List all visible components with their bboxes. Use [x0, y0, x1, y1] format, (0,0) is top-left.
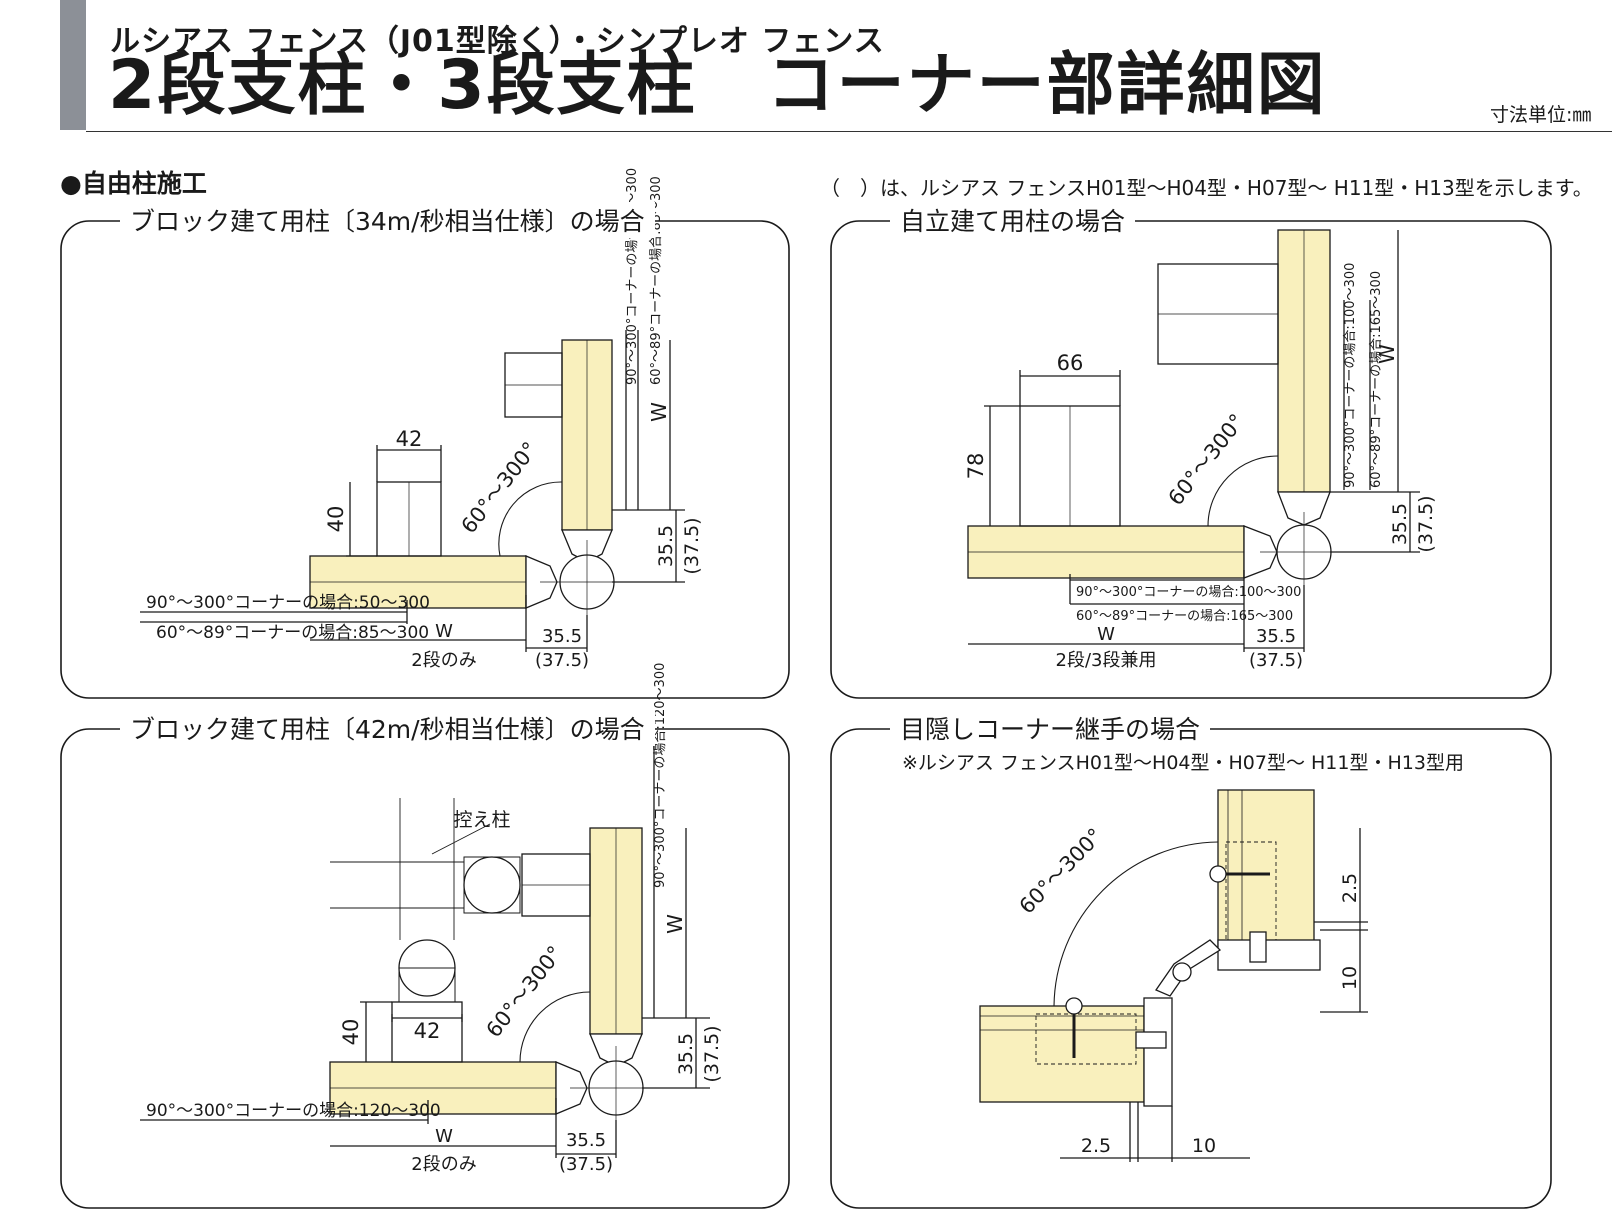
- w-label: W: [647, 402, 671, 422]
- horiz-range-90: 90°～300°コーナーの場合:100～300: [1076, 585, 1301, 600]
- offset-h-alt: (37.5): [1249, 650, 1303, 671]
- panel-block-34: 42 40 60°～300° 90°～300°コーナーの場合:50～300 60…: [60, 168, 790, 700]
- angle-label: 60°～300°: [1164, 409, 1250, 510]
- angle-label: 60°～300°: [1015, 824, 1108, 919]
- vert-range-90: 90°～300°コーナーの場合:100～300: [1343, 263, 1358, 488]
- angle-label: 60°～300°: [457, 437, 543, 538]
- dim-height: 40: [339, 1019, 363, 1046]
- offset-v: 35.5: [675, 1033, 697, 1075]
- vert-range-90: 90°～300°コーナーの場合:50～300: [625, 168, 640, 385]
- header-subtitle: ルシアス フェンス（J01型除く）・シンプレオ フェンス: [110, 24, 885, 59]
- caption: 2段のみ: [411, 650, 476, 671]
- horiz-range-90: 90°～300°コーナーの場合:120～300: [146, 1101, 441, 1121]
- offset-h-alt: (37.5): [559, 1154, 613, 1175]
- w-bottom-label: W: [435, 1126, 453, 1147]
- offset-v: 35.5: [655, 525, 677, 567]
- offset-h: 35.5: [542, 626, 582, 647]
- panel-title: ブロック建て用柱〔34m/秒相当仕様〕の場合: [120, 202, 655, 238]
- panel-title: ブロック建て用柱〔42m/秒相当仕様〕の場合: [120, 710, 655, 746]
- joint-vertical: [1277, 491, 1331, 526]
- header-title: 2段支柱・3段支柱 コーナー部詳細図: [108, 46, 1327, 125]
- panel-screen-corner-joint: 60°～300° 2.5 10 2.5 10 目隠しコーナー継手の場合 ※ルシア…: [830, 710, 1552, 1210]
- offset-h: 35.5: [566, 1130, 606, 1151]
- angle-arc: [1053, 841, 1219, 1007]
- horiz-range-60: 60°～89°コーナーの場合:85～300: [156, 623, 429, 643]
- dim-d: 10: [1192, 1135, 1216, 1157]
- brace-label: 控え柱: [453, 809, 510, 831]
- angle-label: 60°～300°: [482, 941, 568, 1042]
- header-accent-bar: [60, 0, 86, 130]
- panel-self-standing: 66 78 60°～300° 90°～300°コーナーの場合:100～300 6…: [830, 202, 1552, 700]
- brace-post-upper: [463, 856, 521, 914]
- offset-h-alt: (37.5): [535, 650, 589, 671]
- dim-c: 2.5: [1081, 1135, 1111, 1157]
- dim-width: 42: [414, 1019, 441, 1043]
- dim-width: 42: [396, 427, 423, 451]
- angle-arc: [1207, 455, 1279, 527]
- vert-range-60: 60°～89°コーナーの場合:165～300: [1369, 271, 1384, 488]
- section-title: ●自由柱施工: [60, 169, 207, 198]
- offset-v-alt: (37.5): [701, 1025, 723, 1082]
- panel-subtitle: ※ルシアス フェンスH01型〜H04型・H07型〜 H11型・H13型用: [902, 752, 1464, 774]
- bracket-side: [1143, 997, 1173, 1107]
- offset-v-alt: (37.5): [1415, 495, 1437, 552]
- w-bottom-label: W: [435, 621, 453, 642]
- vert-range-90: 90°～300°コーナーの場合:120～300: [653, 663, 668, 888]
- w-label: W: [1375, 344, 1399, 364]
- dim-width: 66: [1057, 351, 1084, 375]
- dim-a: 2.5: [1339, 873, 1361, 903]
- horiz-range-60: 60°～89°コーナーの場合:165～300: [1076, 609, 1293, 624]
- offset-h: 35.5: [1256, 626, 1296, 647]
- panel-frame: [830, 220, 1552, 699]
- panel-block-42: 控え柱 42 40 60°～300° 90°～300°コーナーの場合:120～3…: [60, 663, 790, 1210]
- horizontal-screen-board: [979, 1005, 1145, 1103]
- dim-height: 78: [964, 453, 988, 480]
- section-note: （ ）は、ルシアス フェンスH01型〜H04型・H07型〜 H11型・H13型を…: [820, 176, 1593, 200]
- w-label: W: [663, 914, 687, 934]
- unit-label: 寸法単位:㎜: [1490, 104, 1592, 126]
- w-bottom-label: W: [1097, 624, 1115, 645]
- angle-arc: [498, 481, 563, 557]
- bracket-top: [1217, 939, 1321, 971]
- horiz-range-90: 90°～300°コーナーの場合:50～300: [146, 593, 430, 613]
- header-rule: [86, 131, 1612, 132]
- dim-b: 10: [1339, 966, 1361, 990]
- offset-v: 35.5: [1389, 503, 1411, 545]
- caption: 2段のみ: [411, 1154, 476, 1175]
- vertical-screen-board: [1217, 789, 1315, 951]
- angle-arc: [519, 991, 591, 1063]
- offset-v-alt: (37.5): [681, 517, 703, 574]
- dim-height: 40: [324, 506, 348, 533]
- panel-title: 自立建て用柱の場合: [890, 202, 1136, 238]
- caption: 2段/3段兼用: [1056, 650, 1157, 671]
- panel-title: 目隠しコーナー継手の場合: [890, 710, 1211, 746]
